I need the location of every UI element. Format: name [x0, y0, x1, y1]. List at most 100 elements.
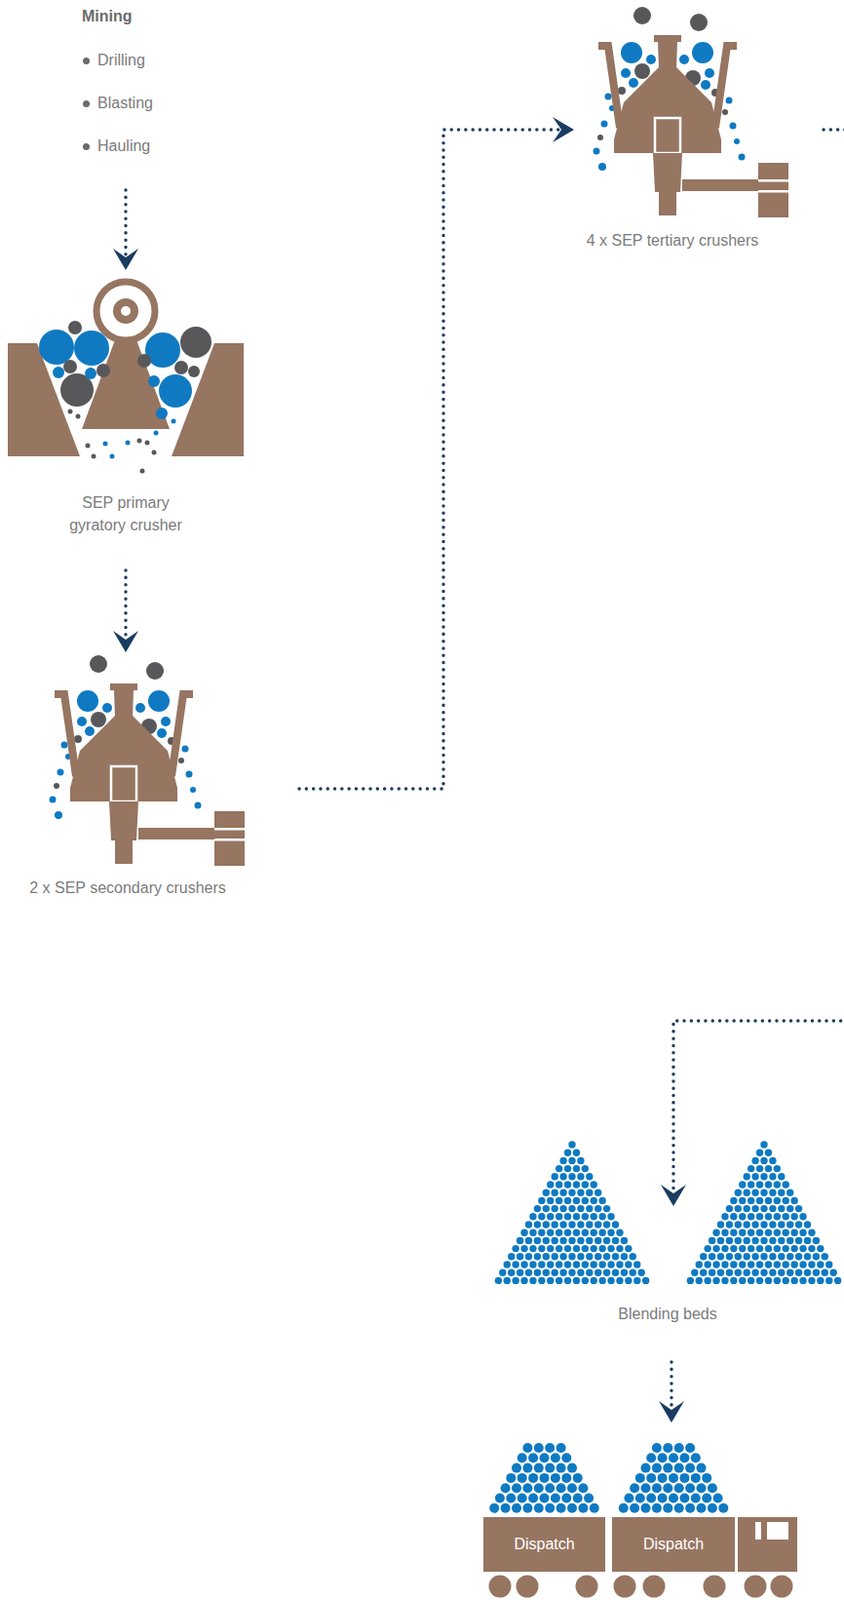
- blending-bed-dot: [825, 1276, 833, 1284]
- blending-bed-dot: [555, 1180, 563, 1188]
- wagon-load-dot: [495, 1493, 505, 1503]
- blending-bed-dot: [568, 1236, 576, 1244]
- wagon-load-dot: [707, 1502, 718, 1513]
- blending-bed-dot: [581, 1260, 589, 1267]
- blending-bed-dot: [542, 1268, 550, 1276]
- blending-bed-dot: [520, 1276, 528, 1284]
- blending-bed-dot: [568, 1140, 576, 1148]
- blending-bed-dot: [598, 1228, 606, 1236]
- wagon-load-dot: [674, 1482, 685, 1493]
- wagon-load-dot: [701, 1472, 712, 1483]
- blending-bed-dot: [777, 1172, 785, 1180]
- wagon-body: Dispatch: [612, 1516, 735, 1572]
- blending-bed-dot: [546, 1212, 554, 1220]
- blending-bed-dot: [559, 1189, 567, 1196]
- dotted-line: [673, 129, 844, 1192]
- blending-bed-dot: [590, 1196, 598, 1204]
- wagon-load-dot: [528, 1472, 538, 1483]
- stage-label: Blending beds: [617, 1303, 717, 1325]
- blending-bed-dot: [756, 1196, 764, 1204]
- wagon-load-dot: [573, 1472, 583, 1483]
- blending-bed-dot: [612, 1236, 619, 1244]
- ore-rock: [63, 359, 77, 374]
- blending-bed-dot: [612, 1220, 619, 1228]
- blending-bed-dot: [768, 1189, 776, 1196]
- blending-bed-dot: [629, 1252, 637, 1260]
- ore-grain: [85, 443, 91, 449]
- blending-bed-dot: [768, 1252, 776, 1260]
- crusher-stage: 4 x SEP tertiary crushers: [576, 2, 819, 259]
- ore-rock: [38, 329, 75, 365]
- blending-bed-dot: [594, 1204, 602, 1212]
- blending-bed-dot: [816, 1276, 824, 1284]
- ore-grain: [76, 414, 81, 420]
- blending-bed-dot: [594, 1268, 602, 1276]
- blending-bed-dot: [777, 1236, 785, 1244]
- blending-bed-dot: [598, 1244, 606, 1252]
- blending-bed-dot: [777, 1220, 785, 1228]
- blending-bed-dot: [773, 1196, 781, 1204]
- blending-bed-dot: [726, 1204, 733, 1212]
- wagon-load-dot: [674, 1462, 685, 1473]
- ore-grain: [152, 450, 157, 456]
- blending-bed-dot: [498, 1268, 506, 1276]
- locomotive: [737, 1516, 798, 1572]
- ore-rock: [180, 326, 212, 358]
- wagon-load-dot: [489, 1502, 499, 1513]
- wagon-load-dot: [652, 1482, 662, 1493]
- wagon-load-dot: [662, 1502, 673, 1513]
- wagon-load-dot: [679, 1472, 690, 1483]
- ore-rock: [74, 330, 110, 366]
- blending-bed-dot: [564, 1260, 572, 1267]
- wagon-load-dot: [589, 1502, 600, 1513]
- crusher-ring: [96, 281, 155, 341]
- blending-bed-dot: [507, 1252, 515, 1260]
- blending-bed-dot: [551, 1189, 559, 1196]
- wagon-load-dot: [561, 1452, 572, 1462]
- blending-bed-dot: [537, 1228, 545, 1236]
- blending-bed-dot: [573, 1149, 580, 1156]
- blending-bed-dot: [743, 1204, 751, 1212]
- blending-bed-dot: [790, 1196, 798, 1204]
- blending-bed-dot: [555, 1212, 563, 1220]
- blending-bed-dot: [624, 1244, 632, 1252]
- blending-bed-dot: [525, 1252, 533, 1260]
- blending-bed-dot: [765, 1180, 772, 1188]
- blending-bed-dot: [751, 1156, 759, 1164]
- blending-bed-dot: [495, 1276, 502, 1284]
- blending-bed-dot: [765, 1164, 772, 1172]
- wagon-load-dot: [517, 1452, 528, 1462]
- stage-label: Blasting: [97, 92, 154, 115]
- ore-grain: [125, 440, 131, 446]
- wagon-load-dot: [577, 1502, 588, 1513]
- blending-bed-dot: [786, 1236, 794, 1244]
- blending-bed-dot: [782, 1180, 790, 1188]
- dotted-line: [299, 129, 561, 789]
- blending-bed-dot: [765, 1212, 772, 1220]
- wagon-load-dot: [544, 1482, 555, 1493]
- blending-bed-dot: [590, 1276, 598, 1284]
- wagon-label: Dispatch: [643, 1533, 704, 1555]
- blending-bed-dot: [756, 1149, 764, 1156]
- blending-bed-dot: [747, 1244, 755, 1252]
- blending-bed-dot: [585, 1236, 593, 1244]
- blending-bed-dot: [738, 1196, 746, 1204]
- blending-bed-dot: [786, 1252, 794, 1260]
- blending-bed-dot: [760, 1236, 768, 1244]
- wagon-load-dot: [641, 1482, 652, 1493]
- blending-bed-dot: [525, 1220, 533, 1228]
- dispatch-wagon: Dispatch: [612, 1424, 735, 1572]
- blending-bed-dot: [777, 1204, 785, 1212]
- wagon-load-dot: [539, 1493, 550, 1503]
- wagon-load-dot: [539, 1452, 550, 1462]
- blending-bed-dot: [804, 1220, 811, 1228]
- blending-bed-dot: [529, 1228, 537, 1236]
- blending-bed-dot: [743, 1220, 751, 1228]
- blending-bed-dot: [633, 1276, 641, 1284]
- blending-bed-dot: [782, 1244, 790, 1252]
- blending-bed-dot: [603, 1252, 611, 1260]
- blending-bed-dot: [756, 1244, 764, 1252]
- blending-bed-dot: [598, 1260, 606, 1267]
- blending-bed-dot: [703, 1276, 711, 1284]
- blending-bed-dot: [747, 1196, 755, 1204]
